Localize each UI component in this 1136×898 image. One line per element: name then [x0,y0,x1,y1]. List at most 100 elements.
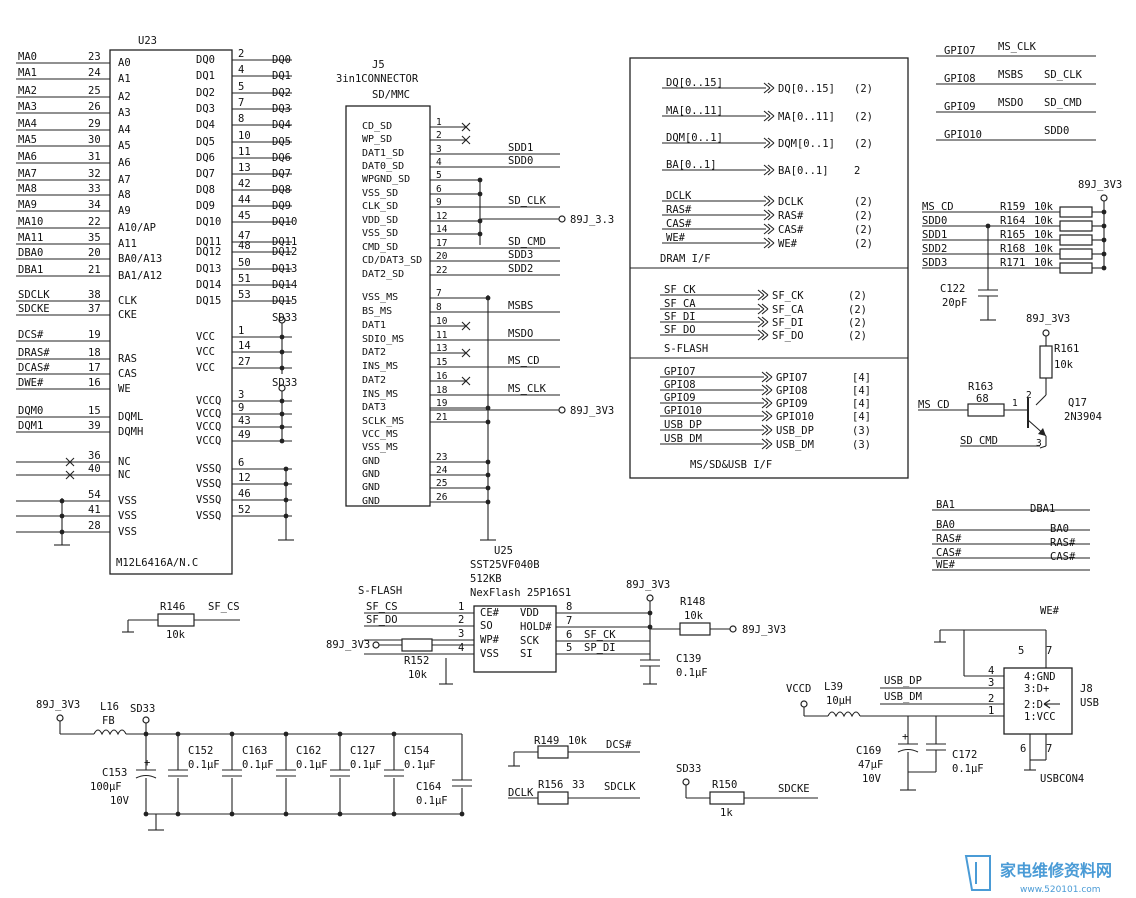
j5-pin-name: GND [362,482,380,493]
sflash_if-row-page: (2) [848,330,867,342]
psu-cap-ref: C154 [404,745,429,757]
dram_if-row-page: (2) [854,138,873,150]
psu-out: SD33 [130,703,155,715]
pullup-val: 10k [1034,243,1054,255]
j5-pin-name: SDIO_MS [362,334,404,345]
j8-type: USB [1080,697,1099,709]
u23-ref: U23 [138,35,157,47]
j8-pin-num: 1 [988,705,994,717]
ms_if-row-right: GPIO8 [776,385,808,397]
j8-shield-num: 6 [1020,743,1026,755]
j5-pin-name: GND [362,456,380,467]
u23-right-pin-num: 48 [238,240,251,252]
dram-map-left: WE# [936,559,956,571]
u23-left-net: MA7 [18,168,37,180]
u25-right-num: 6 [566,629,572,641]
j5-net-label: SD_CLK [508,195,547,207]
junction-dot [143,811,149,817]
ms_if-row-left: USB_DM [664,433,702,445]
j5-pin-name: INS_MS [362,361,398,372]
j5-rail1-ring [558,215,566,223]
pullup-resistor [1059,248,1093,260]
dram_if-row-page: (2) [854,224,873,236]
psu-cap-ref: C162 [296,745,321,757]
u23-right-pin-name: DQ12 [196,246,221,258]
u23-left-pin-num: 17 [88,362,101,374]
j5-pin-name: VSS_MS [362,292,398,303]
pullup-resistor [1059,220,1093,232]
r149-val: 10k [568,735,588,747]
junction-dot [229,731,235,737]
j5-pin-num: 1 [436,117,442,128]
r156-body [537,791,569,805]
psu-cap-val: 0.1μF [416,795,448,807]
u23-left-pin-num: 36 [88,450,101,462]
u23-left-net: DRAS# [18,347,50,359]
bus-arrow-icon [763,137,775,149]
l16-inductor [93,729,127,736]
u23-right-pin-name: VSSQ [196,510,221,522]
gpio-map-net-b: SDD0 [1044,125,1069,137]
u23-left-net: MA9 [18,199,37,211]
junction-dot [1101,223,1107,229]
u23-right-pin-name: VCCQ [196,435,221,447]
junction-dot [391,811,397,817]
u23-right-pin-name: VCC [196,346,215,358]
u23-right-net: DQ7 [272,168,291,180]
j5-pin-num: 12 [436,211,447,222]
j5-title1: 3in1CONNECTOR [336,73,419,85]
u23-left-pin-num: 39 [88,420,101,432]
ms_if-row-page: [4] [852,411,871,423]
dram-map-left: CAS# [936,547,962,559]
q17-rail: 89J_3V3 [1026,313,1070,325]
u25-rail-top-ring [646,594,654,602]
u23-right-pin-num: 27 [238,356,251,368]
u23-right-pin-name: VSSQ [196,478,221,490]
ms_if-row-right: GPIO7 [776,372,808,384]
u23-right-pin-num: 10 [238,130,251,142]
j5-pin-num: 7 [436,288,442,299]
r148-rail-ring [729,625,737,633]
ms_if-row-page: (3) [852,425,871,437]
j5-pin-name: DAT2 [362,375,386,386]
j5-pin-num: 9 [436,197,442,208]
psu-out-ring [142,716,150,724]
pullup-resistor [1059,234,1093,246]
dram_if-row-right: DQM[0..1] [778,138,835,150]
u23-left-pin-num: 30 [88,134,101,146]
gpio-map-net-b: SD_CMD [1044,97,1082,109]
u23-right-pin-num: 1 [238,325,244,337]
bus-arrow-icon [761,397,773,409]
u25-part1: SST25VF040B [470,559,540,571]
j5-pin-num: 20 [436,251,448,262]
gpio-map-gpio: GPIO9 [944,101,976,113]
q17-in-net: MS_CD [918,399,950,411]
psu-cap-val: 0.1μF [350,759,382,771]
dram_if-row-right: WE# [778,238,798,250]
pullup-ref: R165 [1000,229,1025,241]
j5-pin-num: 5 [436,170,442,181]
dram_if-row-right: DQ[0..15] [778,83,835,95]
j5-pin-name: DAT0_SD [362,161,404,172]
c172-val: 0.1μF [952,763,984,775]
junction-dot [283,811,289,817]
u23-left-pin-num: 19 [88,329,101,341]
j5-net-label: MSDO [508,328,533,340]
u23-left-net: DQM1 [18,420,43,432]
u25-left-num: 2 [458,614,464,626]
psu-cap-val: 100μF [90,781,122,793]
u23-right-pin-num: 46 [238,488,251,500]
j5-pin-num: 22 [436,265,447,276]
j5-pin-num: 24 [436,465,448,476]
psu-cap-plate [135,774,157,779]
r146-body [157,613,195,627]
u23-left-pin-num: 38 [88,289,101,301]
pullup-net: MS_CD [922,201,954,213]
u23-right-pin-num: 4 [238,64,244,76]
bus-arrow-icon [761,371,773,383]
u23-right-pin-name: DQ2 [196,87,215,99]
dram_if-row-page: (2) [854,83,873,95]
u23-right-pin-name: DQ10 [196,216,221,228]
pullup-rail-ring [1100,194,1108,202]
